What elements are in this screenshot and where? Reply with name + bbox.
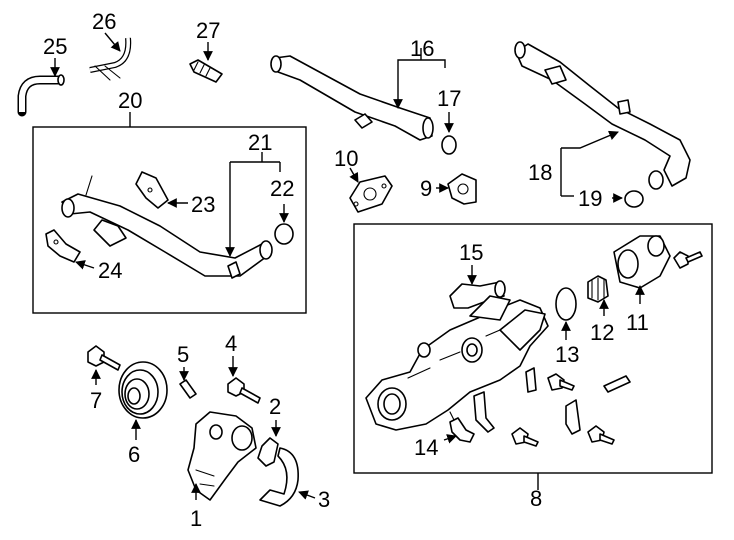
bolt-group-8-c bbox=[511, 427, 539, 447]
bracket-group-8-c bbox=[565, 399, 581, 435]
callout-6: 6 bbox=[128, 442, 140, 467]
callout-22: 22 bbox=[270, 176, 294, 201]
part-4-bolt bbox=[227, 377, 261, 404]
bracket-group-8-b bbox=[525, 367, 537, 393]
part-15-hose-connector bbox=[449, 280, 506, 309]
part-27-fitting bbox=[189, 59, 223, 83]
callout-16: 16 bbox=[410, 36, 434, 61]
part-8-thermostat-housing bbox=[365, 295, 549, 431]
callout-26: 26 bbox=[92, 9, 116, 34]
callout-10: 10 bbox=[334, 146, 358, 171]
group-box-8 bbox=[353, 223, 713, 474]
part-6-pulley bbox=[118, 361, 168, 419]
bolt-group-8-b bbox=[547, 373, 575, 391]
bracket-group-8-a bbox=[473, 391, 495, 433]
stud-group-8 bbox=[603, 375, 631, 393]
callout-21: 21 bbox=[248, 130, 272, 155]
callout-17: 17 bbox=[437, 86, 461, 111]
callout-14: 14 bbox=[414, 435, 438, 460]
part-16-pipe bbox=[270, 55, 434, 141]
callout-5: 5 bbox=[177, 342, 189, 367]
callout-20: 20 bbox=[118, 88, 142, 113]
part-21-bypass-pipe bbox=[61, 175, 273, 279]
part-11-thermostat-cover bbox=[613, 235, 671, 289]
group-box-20 bbox=[32, 126, 307, 314]
part-17-o-ring bbox=[441, 135, 457, 155]
callout-8: 8 bbox=[530, 486, 542, 511]
callout-12: 12 bbox=[590, 320, 614, 345]
part-13-o-ring bbox=[555, 287, 577, 321]
part-22-o-ring bbox=[274, 223, 294, 245]
callout-11: 11 bbox=[626, 310, 649, 335]
callout-9: 9 bbox=[420, 176, 432, 201]
callout-23: 23 bbox=[191, 192, 215, 217]
part-3-clamp bbox=[259, 447, 299, 507]
part-7-bolt bbox=[87, 345, 121, 371]
callout-24: 24 bbox=[98, 258, 122, 283]
part-23-bracket bbox=[135, 171, 169, 209]
callout-7: 7 bbox=[90, 388, 102, 413]
part-12-thermostat bbox=[587, 275, 609, 303]
part-5-dowel-pin bbox=[179, 379, 197, 399]
callout-25: 25 bbox=[43, 34, 67, 59]
part-9-gasket bbox=[447, 173, 477, 205]
part-18-pipe bbox=[514, 41, 691, 190]
callout-13: 13 bbox=[555, 342, 579, 367]
part-10-gasket bbox=[349, 175, 393, 213]
callout-3: 3 bbox=[318, 487, 330, 512]
part-19-o-ring bbox=[624, 190, 644, 208]
callout-1: 1 bbox=[190, 506, 202, 531]
part-2-gasket bbox=[257, 437, 279, 467]
bolt-group-8-a bbox=[673, 251, 703, 269]
callout-19: 19 bbox=[578, 186, 602, 211]
callout-4: 4 bbox=[225, 331, 237, 356]
part-25-hose bbox=[17, 74, 65, 117]
part-24-bracket bbox=[45, 229, 81, 263]
callout-2: 2 bbox=[269, 394, 281, 419]
callout-27: 27 bbox=[196, 18, 220, 43]
part-26-tube bbox=[89, 37, 132, 81]
callout-15: 15 bbox=[459, 240, 483, 265]
bolt-group-8-d bbox=[587, 425, 615, 445]
part-1-water-pump bbox=[187, 411, 257, 501]
callout-18: 18 bbox=[528, 160, 552, 185]
